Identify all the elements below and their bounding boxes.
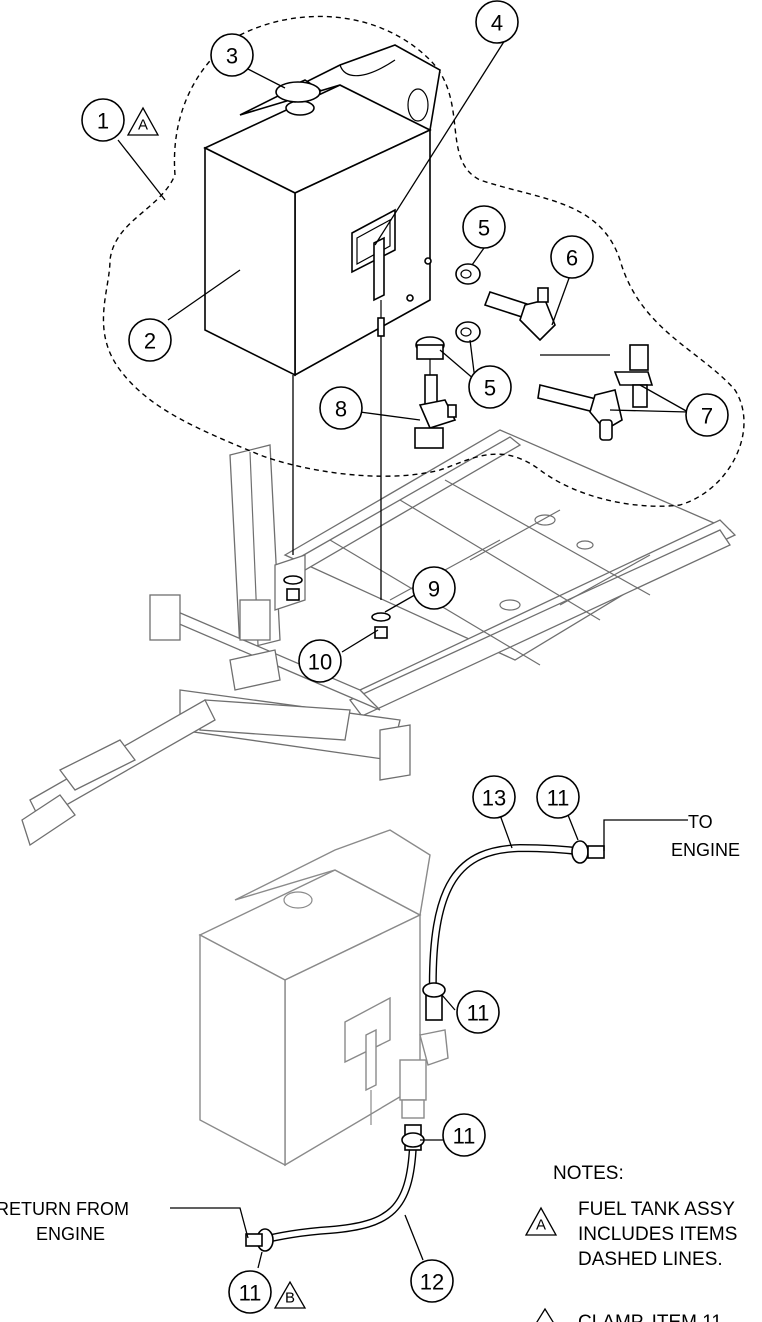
callout-1: 1 bbox=[81, 98, 125, 142]
callout-4: 4 bbox=[475, 0, 519, 44]
fuel-tank bbox=[203, 44, 441, 377]
callouts: 1 2 3 4 5 5 6 7 bbox=[81, 0, 729, 1314]
notes-heading: NOTES: bbox=[553, 1163, 624, 1184]
svg-text:6: 6 bbox=[566, 246, 578, 271]
svg-text:7: 7 bbox=[701, 404, 713, 429]
svg-text:A: A bbox=[138, 117, 148, 134]
svg-text:B: B bbox=[285, 1290, 295, 1307]
note-b-line1: CLAMP, ITEM 11 bbox=[578, 1312, 722, 1322]
washers-and-nuts bbox=[274, 554, 391, 639]
callout-5-lower: 5 bbox=[468, 365, 512, 409]
note-a-line2: INCLUDES ITEMS bbox=[578, 1224, 737, 1245]
return-label-line2: ENGINE bbox=[36, 1224, 105, 1244]
to-engine-label-line2: ENGINE bbox=[671, 840, 740, 860]
callout-7: 7 bbox=[685, 393, 729, 437]
callout-5-upper: 5 bbox=[462, 205, 506, 249]
callout-11-mid: 11 bbox=[456, 990, 500, 1034]
notes-block: NOTES: A FUEL TANK ASSY INCLUDES ITEMS D… bbox=[524, 1163, 737, 1322]
callout-13: 13 bbox=[472, 775, 516, 819]
svg-text:A: A bbox=[536, 1217, 546, 1234]
return-label-line1: RETURN FROM bbox=[0, 1199, 129, 1219]
svg-text:8: 8 bbox=[335, 397, 347, 422]
note-b-flag-icon bbox=[536, 1307, 554, 1322]
svg-text:11: 11 bbox=[453, 1124, 476, 1149]
svg-text:10: 10 bbox=[308, 650, 332, 675]
flag-a-callout-1: A bbox=[126, 106, 160, 136]
svg-text:4: 4 bbox=[491, 11, 503, 36]
callout-11-bottom: 11 bbox=[228, 1270, 272, 1314]
return-hose bbox=[245, 1124, 425, 1252]
callout-8: 8 bbox=[319, 386, 363, 430]
callout-6: 6 bbox=[550, 235, 594, 279]
fuel-cap bbox=[275, 79, 322, 116]
svg-text:9: 9 bbox=[428, 577, 440, 602]
svg-text:11: 11 bbox=[467, 1001, 490, 1026]
svg-text:12: 12 bbox=[420, 1270, 444, 1295]
to-engine-label-line1: TO bbox=[688, 812, 713, 832]
svg-text:13: 13 bbox=[482, 786, 506, 811]
note-a-line1: FUEL TANK ASSY bbox=[578, 1199, 735, 1220]
callout-11-lower: 11 bbox=[442, 1113, 486, 1157]
fuel-gauge-sender bbox=[373, 236, 385, 337]
callout-2: 2 bbox=[128, 318, 172, 362]
flag-b-callout-11: B bbox=[273, 1280, 307, 1309]
callout-11-top: 11 bbox=[536, 775, 580, 819]
svg-text:3: 3 bbox=[226, 44, 238, 69]
trailer-frame bbox=[21, 429, 737, 847]
svg-text:5: 5 bbox=[478, 216, 490, 241]
note-a-line3: DASHED LINES. bbox=[578, 1249, 723, 1270]
svg-text:2: 2 bbox=[144, 329, 156, 354]
svg-text:11: 11 bbox=[239, 1281, 262, 1306]
leader-lines bbox=[117, 39, 689, 1269]
fuel-tank-assembly-boundary bbox=[102, 15, 745, 507]
svg-text:5: 5 bbox=[484, 376, 496, 401]
fuel-tank-front bbox=[204, 146, 296, 377]
svg-text:11: 11 bbox=[547, 786, 570, 811]
callout-12: 12 bbox=[410, 1259, 454, 1303]
callout-9: 9 bbox=[412, 566, 456, 610]
callout-10: 10 bbox=[298, 639, 342, 683]
callout-3: 3 bbox=[210, 33, 254, 77]
fuel-fittings bbox=[414, 263, 654, 449]
svg-text:1: 1 bbox=[97, 109, 109, 134]
note-a-flag-icon bbox=[524, 1206, 558, 1236]
fuel-tank-installed-view bbox=[198, 829, 449, 1167]
supply-hose bbox=[422, 840, 605, 1021]
